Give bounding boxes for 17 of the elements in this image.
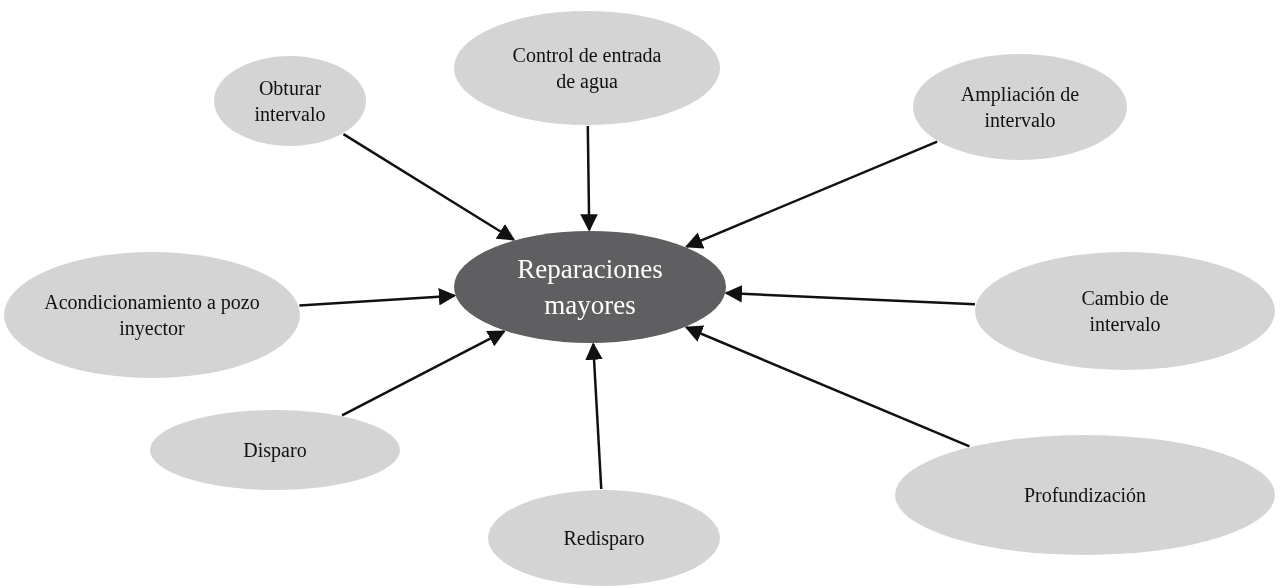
arrow (299, 287, 457, 307)
arrow (724, 285, 975, 306)
node-label: Obturar intervalo (253, 76, 327, 127)
node-label: Disparo (243, 438, 307, 463)
node-label: Redisparo (563, 526, 645, 551)
node-label: Ampliación de intervalo (959, 82, 1081, 133)
arrow (342, 133, 516, 241)
arrow (341, 330, 506, 417)
arrow (684, 325, 970, 448)
node-label: Acondicionamiento a pozo inyector (43, 290, 261, 341)
arrow (684, 140, 938, 249)
node-label: Cambio de intervalo (1080, 286, 1170, 337)
node-label: Profundización (1023, 483, 1147, 508)
node-label: Control de entrada de agua (512, 43, 662, 94)
arrow (585, 342, 603, 490)
arrow (580, 125, 598, 232)
node-label: Reparaciones mayores (516, 252, 664, 322)
